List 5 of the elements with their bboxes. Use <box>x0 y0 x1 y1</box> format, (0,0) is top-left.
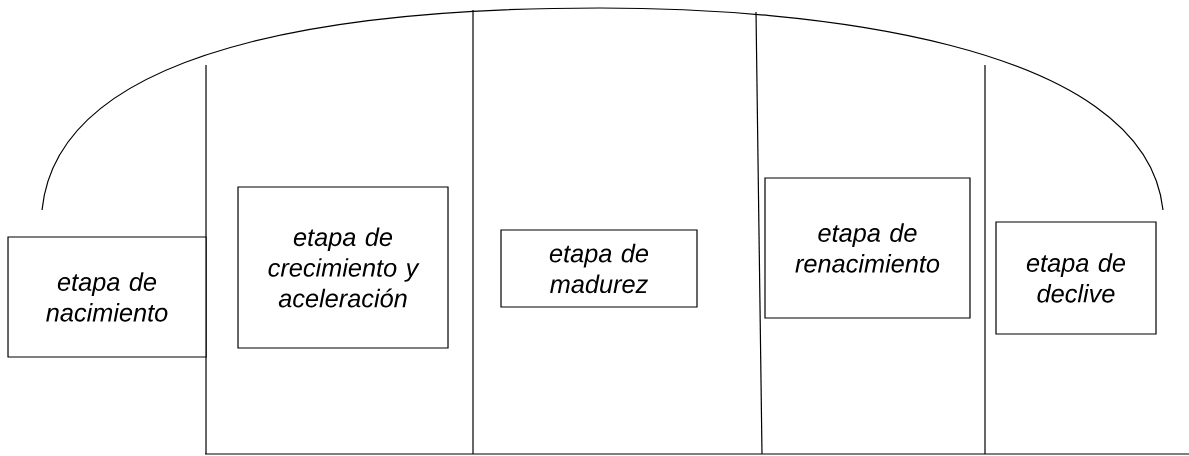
stage-box: etapa de crecimiento y aceleración <box>237 186 449 349</box>
stage-box: etapa de nacimiento <box>7 236 207 358</box>
stage-box: etapa de declive <box>995 221 1157 335</box>
stage-box: etapa de renacimiento <box>764 177 971 319</box>
stage-box: etapa de madurez <box>500 229 698 308</box>
